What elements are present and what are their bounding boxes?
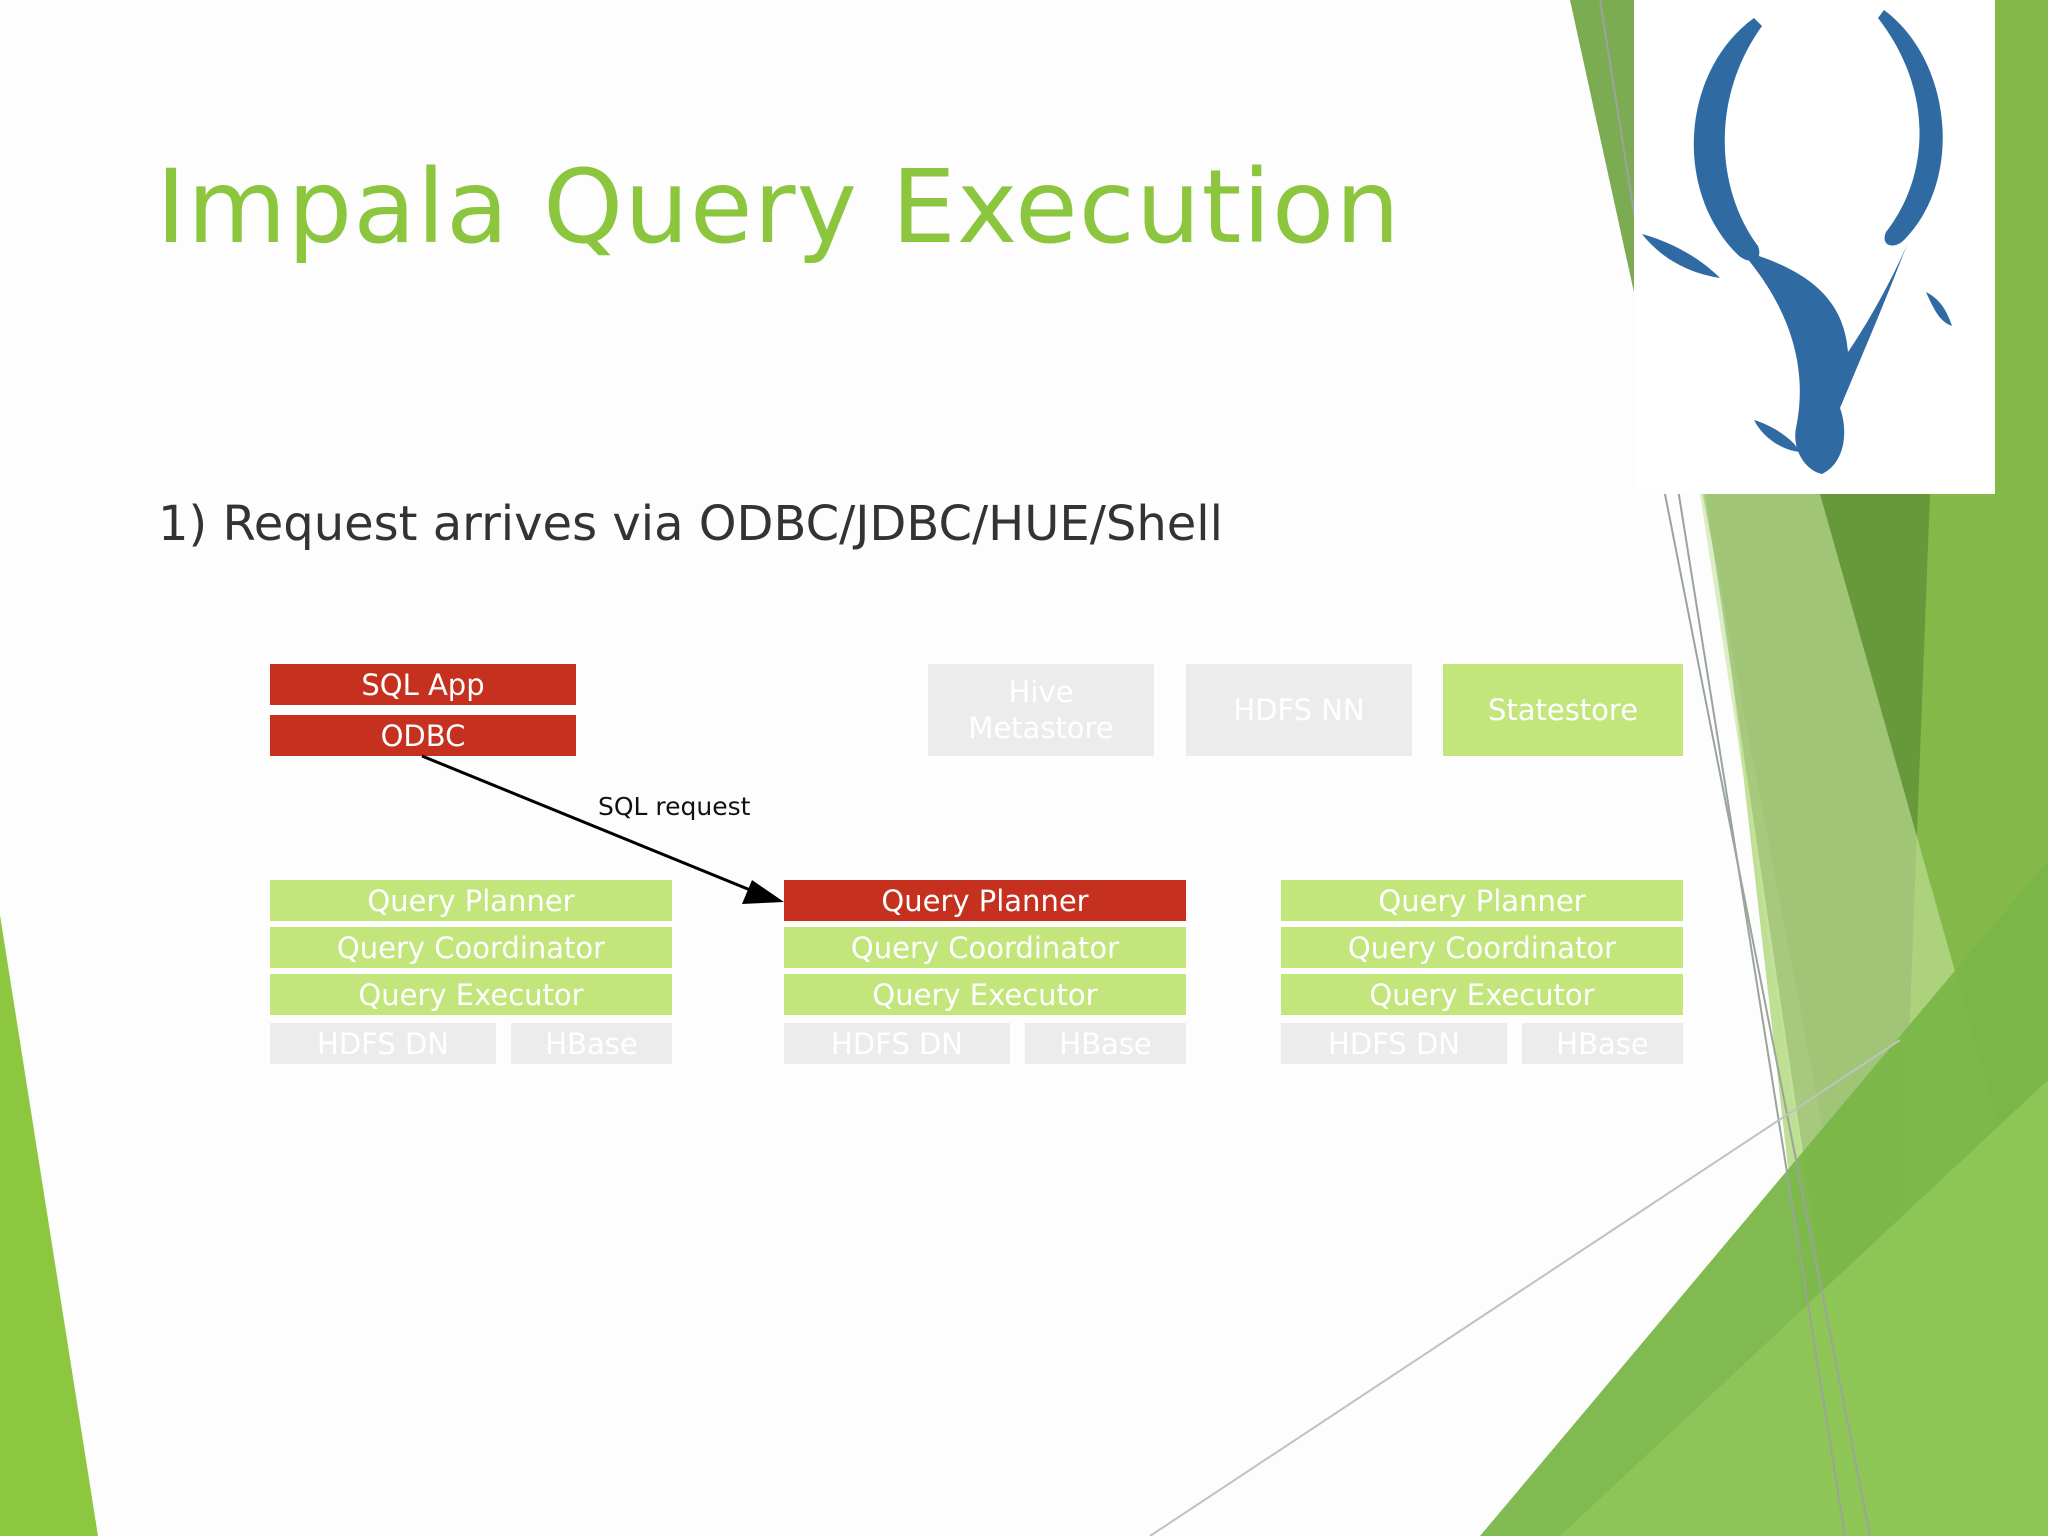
left-green-shape — [0, 915, 98, 1536]
query-planner-box: Query Planner — [1281, 880, 1683, 921]
logo-panel — [1634, 0, 1995, 494]
hdfs-dn-box: HDFS DN — [1281, 1023, 1507, 1064]
right-shape-bottom-light — [1560, 1080, 2048, 1536]
query-coordinator-box: Query Coordinator — [784, 927, 1186, 968]
query-planner-box: Query Planner — [784, 880, 1186, 921]
sql-app-box: SQL App — [270, 664, 576, 705]
accent-line-2 — [1664, 493, 1871, 1536]
hdfs-dn-box: HDFS DN — [270, 1023, 496, 1064]
query-coordinator-box: Query Coordinator — [1281, 927, 1683, 968]
hive-metastore-box: Hive Metastore — [928, 664, 1154, 756]
subtitle-step: 1) Request arrives via ODBC/JDBC/HUE/She… — [158, 496, 1223, 552]
hdfs-nn-box: HDFS NN — [1186, 664, 1412, 756]
query-executor-box: Query Executor — [784, 974, 1186, 1015]
query-planner-box: Query Planner — [270, 880, 672, 921]
hbase-box: HBase — [511, 1023, 672, 1064]
hbase-box: HBase — [1025, 1023, 1186, 1064]
impala-antelope-logo-icon — [1642, 10, 1952, 474]
statestore-box: Statestore — [1443, 664, 1683, 756]
accent-line-3 — [1149, 1039, 1901, 1536]
slide-title: Impala Query Execution — [156, 148, 1401, 267]
query-coordinator-box: Query Coordinator — [270, 927, 672, 968]
sql-request-label: SQL request — [598, 792, 751, 821]
query-executor-box: Query Executor — [1281, 974, 1683, 1015]
odbc-box: ODBC — [270, 715, 576, 756]
right-shape-dark-top — [1570, 0, 1640, 320]
query-executor-box: Query Executor — [270, 974, 672, 1015]
hbase-box: HBase — [1522, 1023, 1683, 1064]
hdfs-dn-box: HDFS DN — [784, 1023, 1010, 1064]
